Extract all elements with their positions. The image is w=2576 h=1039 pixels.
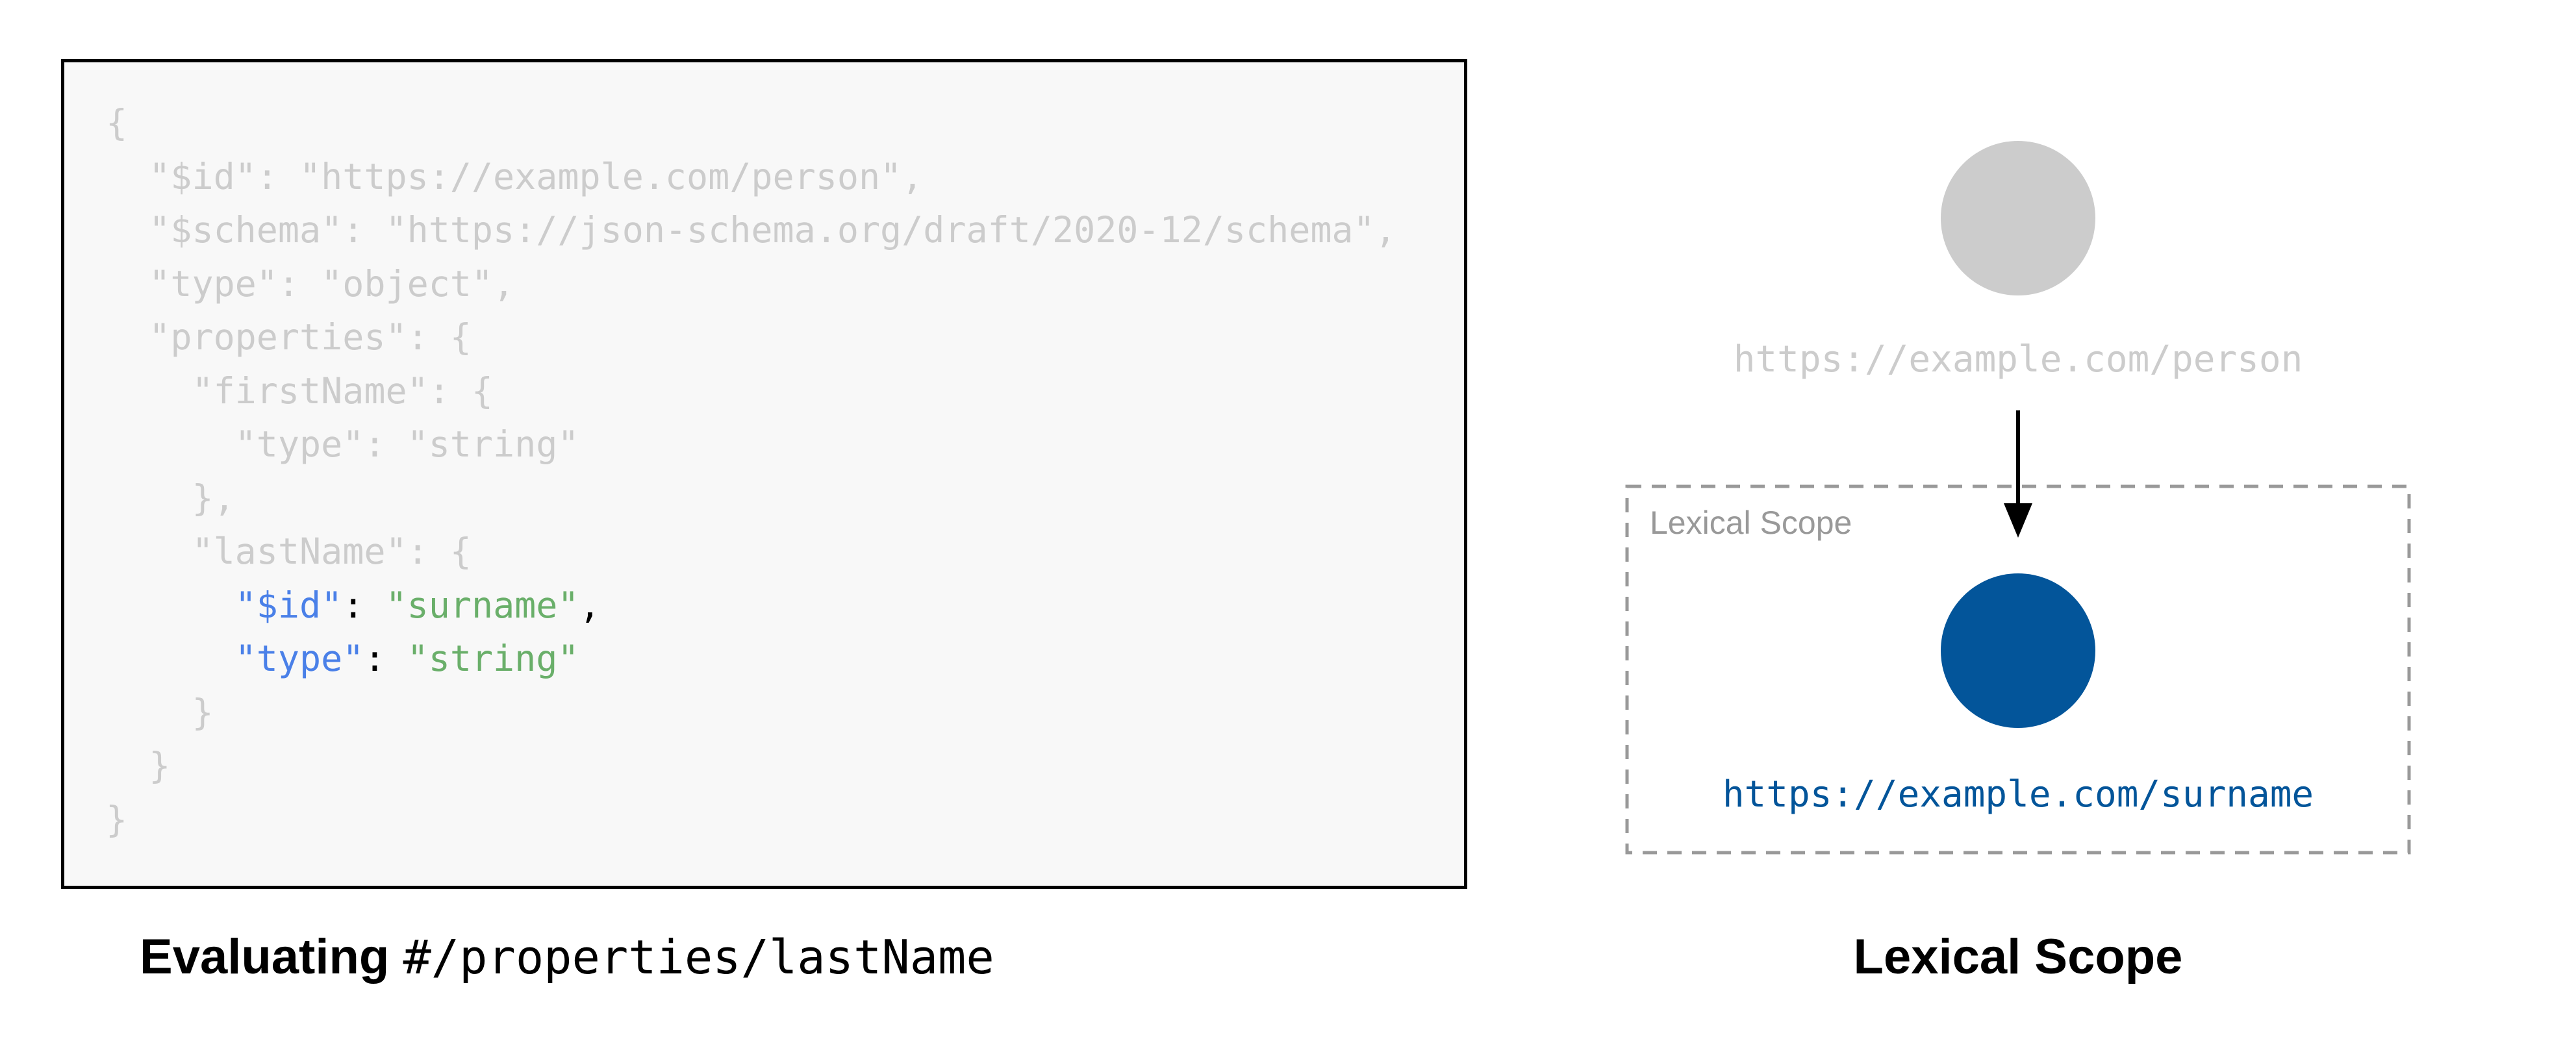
code-line: "$id": "surname",: [106, 579, 1396, 632]
code-text: "type": "object",: [106, 262, 515, 305]
evaluating-label: Evaluating: [140, 929, 390, 984]
scope-box-label: Lexical Scope: [1650, 505, 1852, 541]
code-line: "lastName": {: [106, 525, 1396, 579]
evaluating-caption: Evaluating #/properties/lastName: [140, 929, 994, 985]
code-line: "type": "object",: [106, 257, 1396, 311]
code-text: }: [106, 691, 214, 733]
code-text: "type": "string": [106, 423, 579, 465]
code-text: "properties": {: [106, 316, 472, 358]
lexical-scope-caption: Lexical Scope: [1853, 929, 2183, 984]
code-text: }: [106, 745, 171, 786]
code-key: "$id": [234, 584, 343, 626]
code-line: "firstName": {: [106, 364, 1396, 418]
json-pointer: #/properties/lastName: [403, 930, 994, 984]
code-text: }: [106, 798, 128, 840]
code-line: "type": "string": [106, 632, 1396, 686]
code-line: }: [106, 686, 1396, 740]
code-text: {: [106, 102, 128, 144]
child-uri-label: https://example.com/surname: [1723, 773, 2314, 816]
code-text: "firstName": {: [106, 369, 494, 412]
code-string: "surname": [385, 584, 579, 626]
parent-uri-label: https://example.com/person: [1734, 338, 2303, 381]
json-schema-code-panel: { "$id": "https://example.com/person", "…: [61, 59, 1467, 889]
code-key: "type": [234, 638, 364, 679]
code-block: { "$id": "https://example.com/person", "…: [106, 96, 1396, 846]
arrow-head-icon: [2004, 503, 2032, 538]
code-text: :: [342, 584, 386, 626]
code-line: "$schema": "https://json-schema.org/draf…: [106, 203, 1396, 257]
code-text: :: [364, 638, 407, 679]
code-line: "type": "string": [106, 418, 1396, 471]
code-line: }: [106, 739, 1396, 793]
code-text: "lastName": {: [106, 531, 472, 572]
parent-schema-node: [1941, 141, 2095, 295]
code-text: ,: [579, 584, 601, 626]
code-line: "$id": "https://example.com/person",: [106, 150, 1396, 204]
code-line: {: [106, 96, 1396, 150]
code-line: }: [106, 793, 1396, 847]
code-string: "string": [407, 638, 579, 679]
code-text: "$id": "https://example.com/person",: [106, 155, 924, 197]
code-line: "properties": {: [106, 310, 1396, 364]
lexical-scope-box: [1625, 484, 2411, 855]
code-text: "$schema": "https://json-schema.org/draf…: [106, 209, 1396, 251]
code-line: },: [106, 471, 1396, 525]
child-schema-node: [1941, 573, 2095, 728]
code-text: },: [106, 477, 235, 519]
